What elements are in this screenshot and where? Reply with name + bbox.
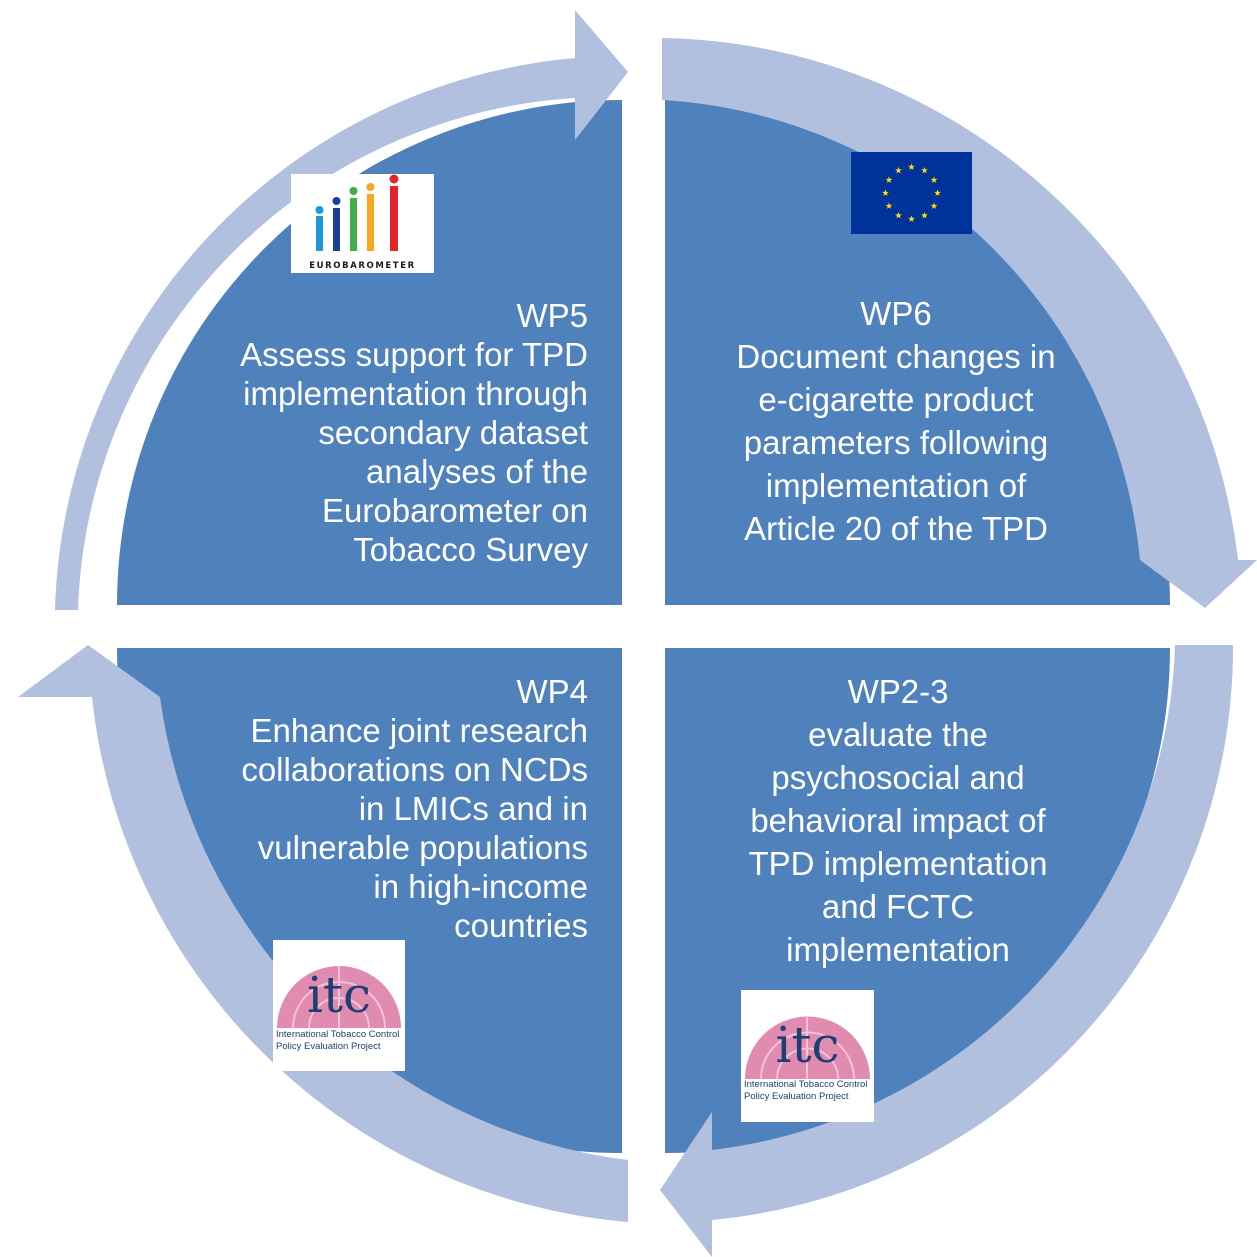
wp4-block: WP4 Enhance joint research collaboration… xyxy=(130,672,588,945)
wp2-3-block: WP2-3 evaluate the psychosocial and beha… xyxy=(700,670,1096,971)
eu-star-icon xyxy=(882,189,889,196)
itc-caption: International Tobacco Control Policy Eva… xyxy=(276,1029,404,1053)
wp4-line: in LMICs and in xyxy=(358,790,588,827)
eu-star-icon xyxy=(921,166,928,174)
eurobarometer-logo: EUROBAROMETER xyxy=(291,174,434,273)
eu-star-icon xyxy=(934,189,941,196)
wp6-line: implementation of xyxy=(765,467,1027,504)
wp2-3-line: and FCTC xyxy=(821,888,975,925)
wp4-line: in high-income xyxy=(373,868,588,905)
wp6-line: parameters following xyxy=(743,424,1049,461)
quadrant-bottom-left xyxy=(117,648,622,1153)
eu-star-icon xyxy=(895,166,902,174)
wp6-line: e-cigarette product xyxy=(758,381,1034,418)
wp5-line: Eurobarometer on xyxy=(322,492,588,529)
wp5-line: secondary dataset xyxy=(318,414,588,451)
itc-caption-line: International Tobacco Control xyxy=(276,1029,400,1040)
itc-logo: itc International Tobacco Control Policy… xyxy=(273,940,405,1071)
eu-star-icon xyxy=(885,176,893,183)
wp5-line: analyses of the xyxy=(366,453,588,490)
wp5-line: Tobacco Survey xyxy=(353,531,588,568)
wp6-block: WP6 Document changes in e-cigarette prod… xyxy=(700,292,1092,550)
wp4-line: countries xyxy=(454,907,588,944)
eu-star-icon xyxy=(930,202,938,209)
clockwise-arrow-left xyxy=(18,645,628,1222)
eu-flag-logo xyxy=(851,152,972,234)
itc-caption-line: International Tobacco Control xyxy=(744,1079,868,1090)
wp2-3-line: implementation xyxy=(786,931,1010,968)
eu-star-icon xyxy=(908,163,915,170)
quadrant-top-left xyxy=(117,100,622,605)
wp5-title: WP5 xyxy=(516,297,588,334)
wp2-3-line: behavioral impact of xyxy=(750,802,1046,839)
wp2-3-line: evaluate the xyxy=(808,716,988,753)
wp2-3-title: WP2-3 xyxy=(847,673,949,710)
quadrant-top-right xyxy=(665,100,1170,605)
wp4-line: Enhance joint research xyxy=(250,712,588,749)
eu-star-icon xyxy=(921,211,928,219)
clockwise-arrow-top xyxy=(55,10,628,610)
eu-star-icon xyxy=(895,211,902,219)
itc-caption: International Tobacco Control Policy Eva… xyxy=(744,1079,873,1103)
itc-caption-line: Policy Evaluation Project xyxy=(744,1091,849,1102)
wp2-3-line: TPD implementation xyxy=(748,845,1048,882)
eu-star-icon xyxy=(930,176,938,183)
itc-wordmark: itc xyxy=(306,966,372,1024)
wp2-3-line: psychosocial and xyxy=(771,759,1025,796)
wp5-block: WP5 Assess support for TPD implementatio… xyxy=(150,296,588,569)
eurobarometer-caption: EUROBAROMETER xyxy=(309,261,416,271)
wp5-line: implementation through xyxy=(243,375,588,412)
itc-caption-line: Policy Evaluation Project xyxy=(276,1041,381,1052)
wp6-line: Document changes in xyxy=(736,338,1056,375)
wp4-line: vulnerable populations xyxy=(257,829,588,866)
itc-logo: itc International Tobacco Control Policy… xyxy=(741,990,874,1122)
eu-star-icon xyxy=(885,202,893,209)
wp4-title: WP4 xyxy=(516,673,588,710)
eu-star-icon xyxy=(908,215,915,222)
clockwise-arrow-bottom xyxy=(660,645,1234,1257)
wp6-title: WP6 xyxy=(860,295,932,332)
itc-wordmark: itc xyxy=(775,1016,840,1074)
wp6-line: Article 20 of the TPD xyxy=(744,510,1048,547)
wp5-line: Assess support for TPD xyxy=(240,336,588,373)
wp4-line: collaborations on NCDs xyxy=(241,751,588,788)
